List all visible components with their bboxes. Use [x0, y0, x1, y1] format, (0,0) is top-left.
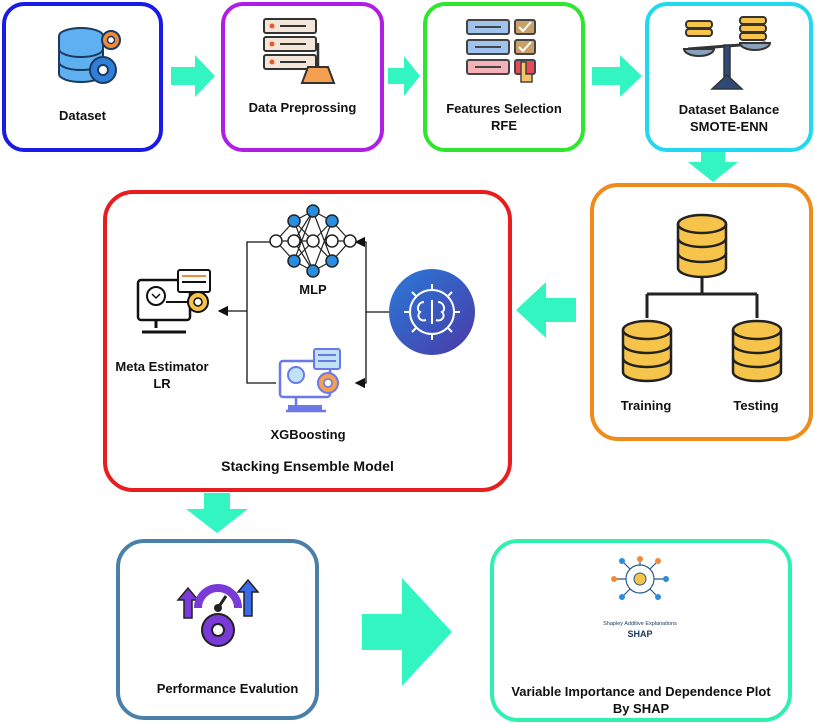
- arrow-features-to-balance: [592, 55, 642, 97]
- features-label-line1: Features Selection: [446, 101, 562, 116]
- arrow-balance-to-split: [688, 152, 738, 182]
- shap-box: [490, 539, 792, 722]
- xgboost-label: XGBoosting: [270, 427, 346, 442]
- performance-gauge-gear-icon: [176, 578, 260, 647]
- shap-logo-icon: [611, 556, 669, 600]
- arrow-preprocessing-to-features: [388, 56, 420, 96]
- checklist-select-icon: [466, 19, 536, 83]
- balance-scale-coins-icon: [682, 16, 772, 90]
- balance-label-line2: SMOTE-ENN: [690, 119, 768, 134]
- meta-estimator-label-line2: LR: [153, 376, 171, 391]
- arrow-stacking-to-performance: [186, 493, 248, 533]
- xgboost-monitor-icon: [278, 348, 341, 413]
- train-test-split-box: [590, 183, 813, 441]
- database-split-diagram: [621, 213, 783, 383]
- stacking-ensemble-title: Stacking Ensemble Model: [221, 458, 394, 474]
- meta-estimator-label-line1: Meta Estimator: [115, 359, 209, 374]
- arrow-split-to-stacking: [516, 282, 576, 338]
- shap-label-line1: Variable Importance and Dependence Plot: [511, 684, 771, 699]
- dataset-label: Dataset: [59, 108, 106, 123]
- performance-label: Performance Evalution: [156, 681, 299, 696]
- training-label: Training: [620, 398, 672, 413]
- shap-logo-caption: Shapley Additive Explanations: [603, 621, 677, 627]
- dataset-box: [2, 2, 163, 152]
- brain-gear-icon: [389, 269, 475, 355]
- testing-label: Testing: [733, 398, 779, 413]
- shap-label-line2: By SHAP: [612, 701, 670, 716]
- mlp-label: MLP: [299, 282, 327, 297]
- meta-estimator-icon: [136, 269, 211, 334]
- balance-label-line1: Dataset Balance: [678, 102, 780, 117]
- server-broom-icon: [263, 18, 336, 84]
- preprocessing-label: Data Preprossing: [248, 100, 357, 115]
- neural-network-icon: [269, 204, 357, 278]
- arrow-performance-to-shap: [362, 578, 452, 686]
- features-label-line2: RFE: [491, 118, 517, 133]
- database-gear-icon: [58, 27, 121, 84]
- shap-logo-name: SHAP: [627, 629, 653, 639]
- arrow-dataset-to-preprocessing: [171, 55, 215, 97]
